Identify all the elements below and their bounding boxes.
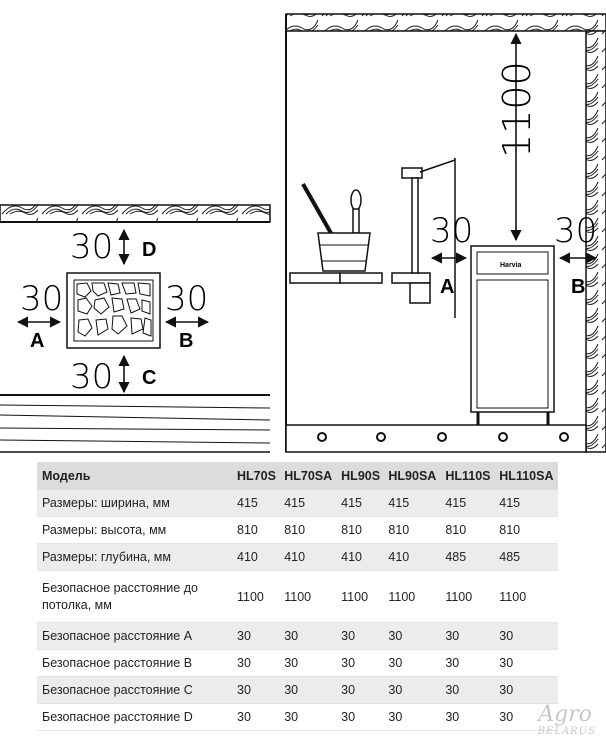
header-cell: HL70SA: [279, 462, 337, 490]
table-cell: 30: [232, 622, 280, 650]
table-cell: 810: [232, 516, 280, 544]
table-cell: 1100: [494, 570, 558, 623]
table-cell: 415: [232, 490, 280, 517]
header-cell: HL90SA: [383, 462, 441, 490]
label-c: C: [142, 367, 156, 389]
side-right-dimension: 30: [554, 211, 597, 251]
row-label: Безопасное расстояние до потолка, мм: [37, 570, 232, 623]
label-d: D: [142, 239, 156, 261]
table-cell: 30: [494, 649, 558, 677]
table-cell: 30: [440, 703, 495, 731]
table-cell: 30: [383, 622, 441, 650]
table-cell: 410: [232, 543, 280, 571]
table-cell: 30: [336, 676, 384, 704]
table-cell: 810: [440, 516, 495, 544]
table-row: Безопасное расстояние D 30 30 30 30 30 3…: [37, 703, 558, 731]
top-view: 30 D 30 C 30 A 30 B: [0, 204, 271, 453]
table-cell: 415: [494, 490, 558, 517]
table-cell: 1100: [440, 570, 495, 623]
table-row: Безопасное расстояние A 30 30 30 30 30 3…: [37, 622, 558, 650]
left-dimension: 30: [20, 279, 63, 319]
table-row: Размеры: глубина, мм 410 410 410 410 485…: [37, 543, 558, 571]
table-cell: 30: [383, 703, 441, 731]
row-label: Безопасное расстояние A: [37, 622, 232, 650]
table-cell: 485: [440, 543, 495, 571]
table-cell: 30: [440, 622, 495, 650]
table-cell: 810: [494, 516, 558, 544]
row-label: Безопасное расстояние D: [37, 703, 232, 731]
table-cell: 30: [336, 703, 384, 731]
watermark-brand: Agro: [538, 702, 592, 727]
installation-diagram: 30 D 30 C 30 A 30 B 1100 Harvia: [0, 13, 606, 453]
label-b: B: [179, 330, 193, 352]
heater-brand: Harvia: [500, 262, 522, 269]
bottom-dimension: 30: [70, 357, 113, 397]
side-label-a: A: [440, 276, 454, 298]
header-model: Модель: [37, 462, 232, 490]
label-a: A: [30, 330, 44, 352]
table-cell: 30: [232, 703, 280, 731]
table-cell: 30: [279, 649, 337, 677]
side-label-b: B: [571, 276, 585, 298]
table-row: Безопасное расстояние C 30 30 30 30 30 3…: [37, 676, 558, 704]
header-cell: HL90S: [336, 462, 384, 490]
table-cell: 415: [383, 490, 441, 517]
table-cell: 1100: [336, 570, 384, 623]
table-cell: 30: [383, 649, 441, 677]
table-cell: 30: [279, 622, 337, 650]
table-cell: 415: [440, 490, 495, 517]
header-cell: HL70S: [232, 462, 280, 490]
row-label: Безопасное расстояние C: [37, 676, 232, 704]
side-left-dimension: 30: [430, 211, 473, 251]
right-dimension: 30: [165, 279, 208, 319]
ceiling-distance: 1100: [495, 61, 539, 158]
table-cell: 30: [494, 703, 558, 731]
header-cell: HL110SA: [494, 462, 558, 490]
table-cell: 30: [440, 676, 495, 704]
specifications-table: Модель HL70S HL70SA HL90S HL90SA HL110S …: [37, 462, 558, 731]
watermark-country: BELARUS: [537, 726, 596, 737]
table-cell: 415: [279, 490, 337, 517]
table-cell: 810: [383, 516, 441, 544]
table-cell: 30: [336, 622, 384, 650]
table-row: Безопасное расстояние B 30 30 30 30 30 3…: [37, 649, 558, 677]
row-label: Размеры: ширина, мм: [37, 490, 232, 517]
table-cell: 410: [336, 543, 384, 571]
row-label: Безопасное расстояние B: [37, 649, 232, 677]
table-cell: 1100: [232, 570, 280, 623]
table-cell: 30: [440, 649, 495, 677]
table-header-row: Модель HL70S HL70SA HL90S HL90SA HL110S …: [37, 462, 558, 490]
table-cell: 30: [494, 676, 558, 704]
table-cell: 1100: [279, 570, 337, 623]
table-cell: 810: [279, 516, 337, 544]
table-row: Размеры: ширина, мм 415 415 415 415 415 …: [37, 490, 558, 517]
row-label: Размеры: глубина, мм: [37, 543, 232, 571]
top-dimension: 30: [70, 227, 113, 267]
table-cell: 30: [279, 703, 337, 731]
table-cell: 30: [336, 649, 384, 677]
table-cell: 410: [383, 543, 441, 571]
watermark-logo: Agro BELARUS: [518, 697, 598, 737]
table-cell: 485: [494, 543, 558, 571]
side-view: 1100 Harvia 30 A 30 B: [285, 13, 606, 453]
table-cell: 30: [494, 622, 558, 650]
table-cell: 810: [336, 516, 384, 544]
table-row: Размеры: высота, мм 810 810 810 810 810 …: [37, 516, 558, 544]
row-label: Размеры: высота, мм: [37, 516, 232, 544]
header-cell: HL110S: [440, 462, 495, 490]
table-cell: 30: [232, 649, 280, 677]
table-row: Безопасное расстояние до потолка, мм 110…: [37, 570, 558, 623]
table-cell: 410: [279, 543, 337, 571]
table-cell: 30: [232, 676, 280, 704]
table-cell: 1100: [383, 570, 441, 623]
table-cell: 415: [336, 490, 384, 517]
table-cell: 30: [279, 676, 337, 704]
table-cell: 30: [383, 676, 441, 704]
